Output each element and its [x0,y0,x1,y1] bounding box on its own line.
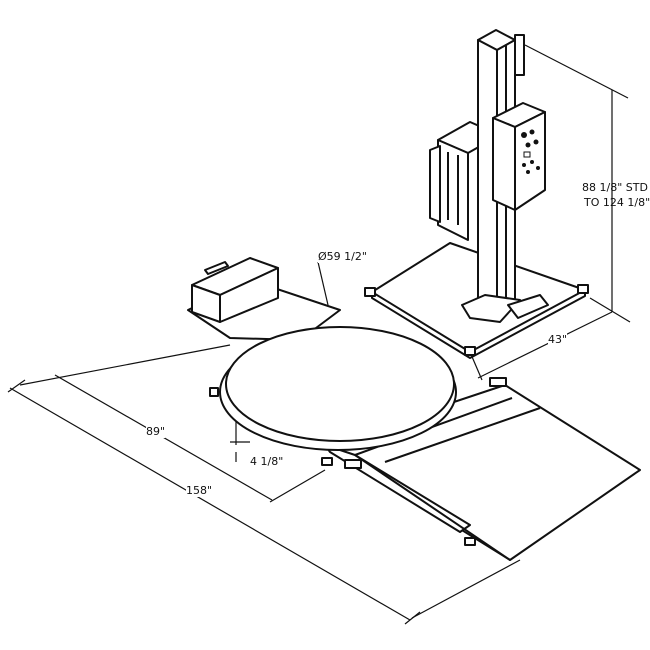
base-width-label: 43" [548,333,568,346]
overall-length-label: 158" [186,484,213,497]
control-panel [492,102,546,211]
height-std-label: 88 1/8" STD [582,181,648,194]
turntable-diameter-label: Ø59 1/2" [318,250,367,263]
turntable [219,326,457,451]
depth-label: 89" [146,425,166,438]
height-max-label: TO 124 1/8" [584,196,650,209]
frame-box [187,257,341,341]
turntable-height-label: 4 1/8" [250,455,284,468]
